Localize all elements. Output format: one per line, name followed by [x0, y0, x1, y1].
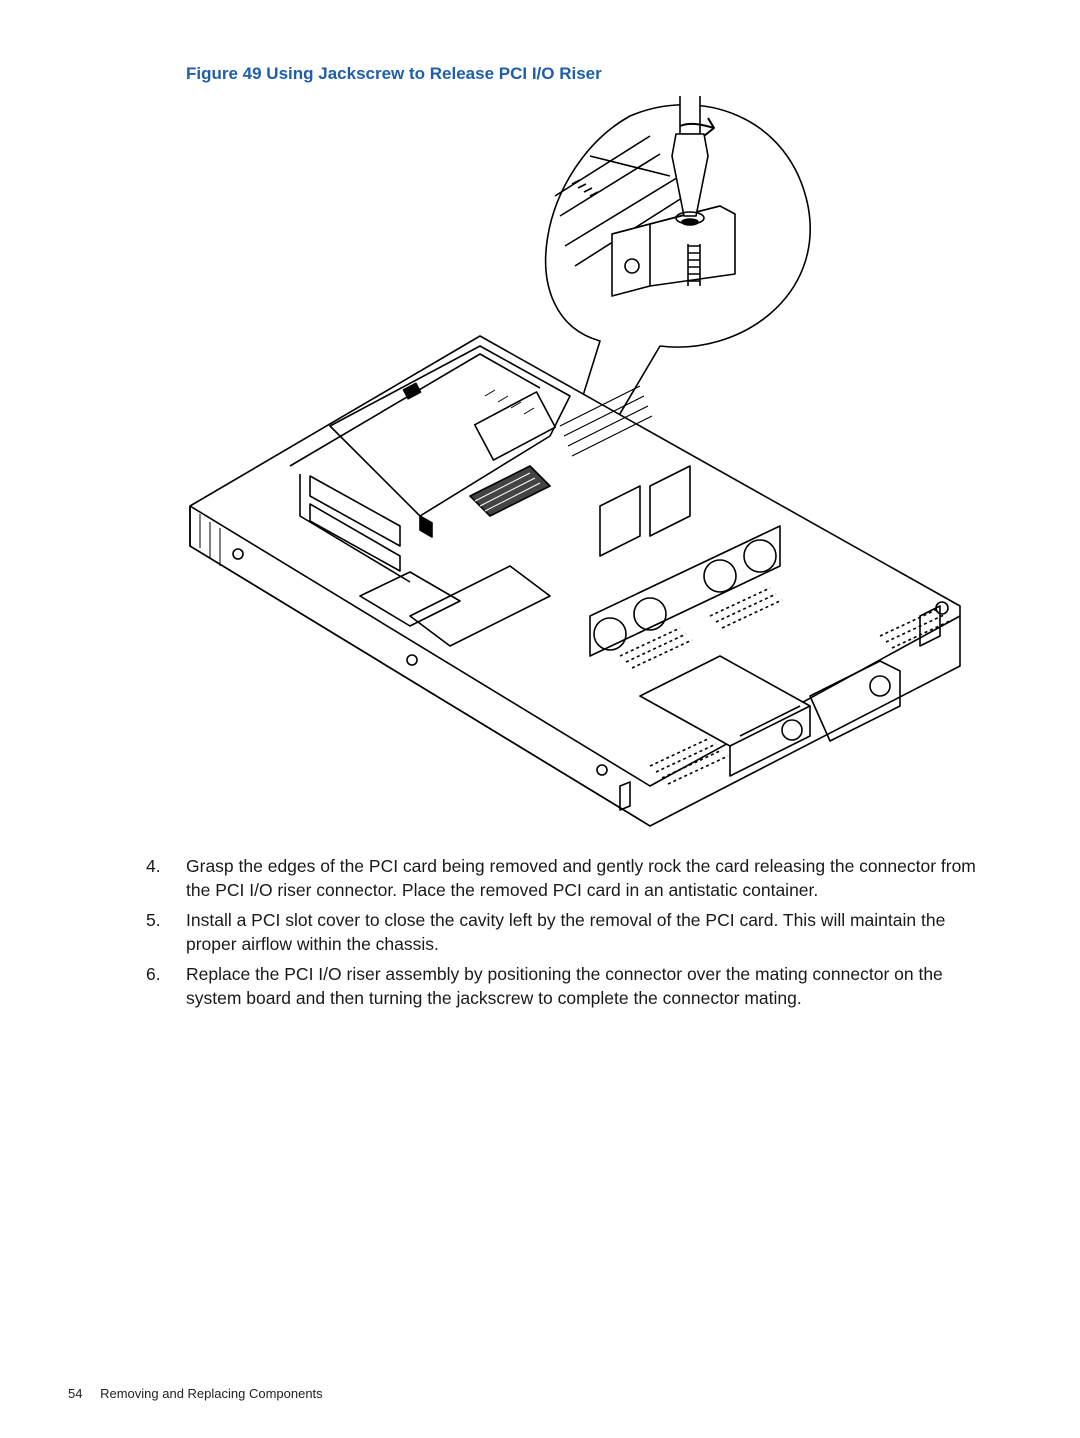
page-footer: 54 Removing and Replacing Components [68, 1386, 323, 1401]
step-number: 6. [146, 964, 161, 984]
step-item: 5. Install a PCI slot cover to close the… [146, 908, 996, 956]
figure-caption: Figure 49 Using Jackscrew to Release PCI… [186, 64, 602, 83]
server-chassis [189, 335, 961, 827]
step-text: Install a PCI slot cover to close the ca… [186, 910, 946, 954]
section-title: Removing and Replacing Components [100, 1386, 323, 1401]
procedure-steps: 4. Grasp the edges of the PCI card being… [146, 854, 996, 1016]
figure-illustration [180, 96, 980, 836]
jackscrew-detail-callout [529, 96, 811, 567]
step-text: Replace the PCI I/O riser assembly by po… [186, 964, 943, 1008]
step-number: 5. [146, 910, 161, 930]
step-item: 4. Grasp the edges of the PCI card being… [146, 854, 996, 902]
step-number: 4. [146, 856, 161, 876]
step-item: 6. Replace the PCI I/O riser assembly by… [146, 962, 996, 1010]
page-number: 54 [68, 1386, 83, 1401]
step-text: Grasp the edges of the PCI card being re… [186, 856, 976, 900]
server-chassis-jackscrew-illustration [189, 96, 961, 827]
